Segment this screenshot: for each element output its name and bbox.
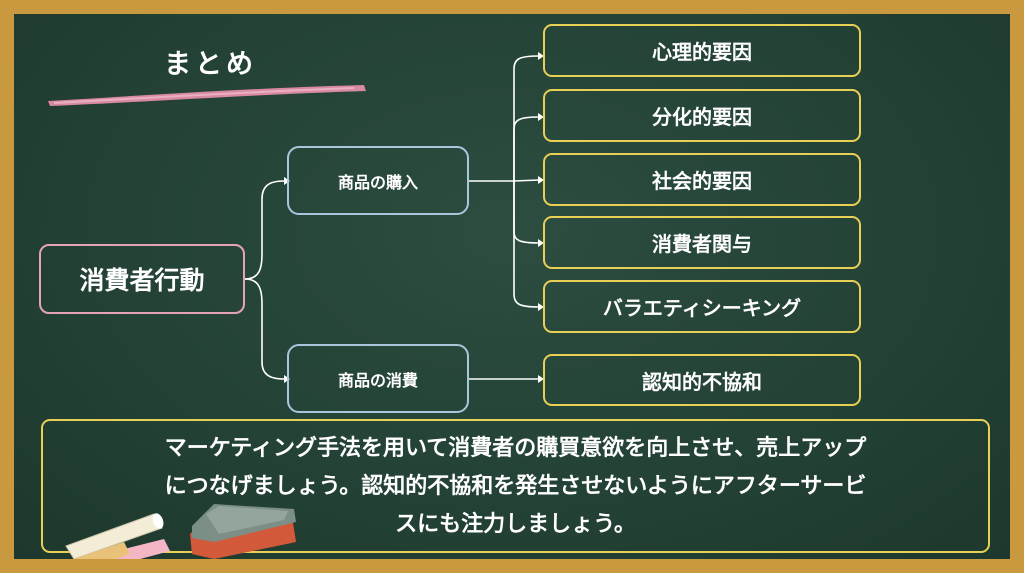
leaf-node: バラエティシーキング bbox=[543, 280, 861, 333]
summary-line: スにも注力しましょう。 bbox=[395, 512, 636, 537]
chalk-and-eraser-illustration bbox=[65, 504, 296, 559]
leaf-node: 分化的要因 bbox=[543, 89, 861, 142]
page-title: まとめ bbox=[164, 49, 257, 80]
leaf-node: 心理的要因 bbox=[543, 24, 861, 77]
leaf-node: 認知的不協和 bbox=[543, 354, 861, 406]
summary-line: マーケティング手法を用いて消費者の購買意欲を向上させ、売上アップ bbox=[164, 436, 867, 461]
chalkboard: まとめ bbox=[14, 14, 1010, 559]
branch-node-consumption: 商品の消費 bbox=[287, 344, 469, 413]
leaf-node: 消費者関与 bbox=[543, 216, 861, 269]
summary-box: マーケティング手法を用いて消費者の購買意欲を向上させ、売上アップ につなげましょ… bbox=[41, 419, 990, 553]
branch-node-purchase: 商品の購入 bbox=[287, 146, 469, 215]
summary-line: につなげましょう。認知的不協和を発生させないようにアフターサービ bbox=[164, 474, 867, 499]
pink-brush-stroke bbox=[48, 85, 366, 106]
leaf-node: 社会的要因 bbox=[543, 153, 861, 206]
root-node: 消費者行動 bbox=[39, 244, 245, 314]
eraser-icon bbox=[190, 504, 296, 559]
chalk-icon bbox=[65, 513, 170, 559]
